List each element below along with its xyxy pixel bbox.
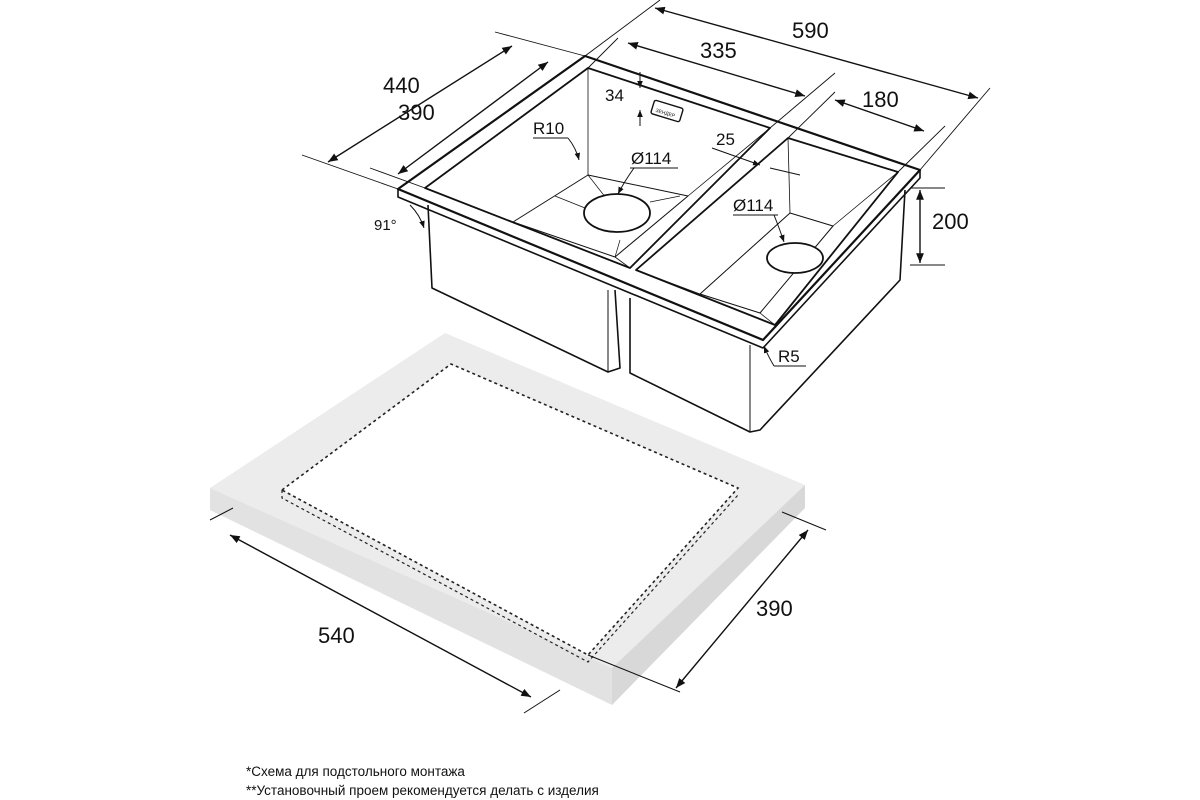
- dimension-overflow-offset: 34: [605, 72, 643, 126]
- radius-inner-label: R10: [533, 119, 564, 138]
- dimension-small-bowl-width: 180: [787, 87, 946, 173]
- cutout-width-label: 540: [318, 623, 355, 648]
- large-drain: [583, 193, 651, 233]
- dimension-drain-large: Ø114: [617, 149, 678, 195]
- dimension-inner-depth: 390: [369, 61, 549, 189]
- dimension-large-bowl-width: 335: [587, 37, 836, 129]
- dimension-cutout-width: 540: [209, 507, 561, 714]
- dimension-bowl-height: 200: [910, 187, 969, 266]
- overall-width-label: 590: [792, 18, 829, 43]
- bowl-height-label: 200: [932, 209, 969, 234]
- countertop-slab: [210, 333, 805, 705]
- cutout-opening: [282, 364, 738, 655]
- dimension-cutout-depth: 390: [587, 511, 827, 693]
- dimension-divider: 25: [711, 130, 801, 176]
- dimension-radius-inner: R10: [533, 119, 581, 161]
- overflow-badge: [650, 99, 684, 123]
- dimension-drain-small: Ø114: [733, 196, 785, 243]
- sink-rim-thickness: [397, 170, 921, 349]
- note-cutout-recommendation: **Установочный проем рекомендуется делат…: [246, 783, 599, 798]
- drain-large-label: Ø114: [631, 149, 671, 168]
- drain-small-label: Ø114: [733, 196, 773, 215]
- note-undermount-scheme: *Схема для подстольного монтажа: [246, 764, 465, 779]
- large-bowl-width-label: 335: [700, 38, 737, 63]
- divider-label: 25: [716, 130, 735, 149]
- inner-depth-label: 390: [398, 100, 435, 125]
- cutout-dotted-outline: [280, 363, 740, 657]
- dimension-wall-angle: 91°: [374, 204, 425, 234]
- radius-outer-label: R5: [778, 347, 800, 366]
- wall-angle-label: 91°: [374, 217, 397, 234]
- overflow-offset-label: 34: [605, 86, 624, 105]
- sink-rim: [396, 54, 922, 342]
- overflow-badge-text: ЗЕНДЕР: [655, 108, 677, 120]
- dimension-overall-width: 590: [584, 0, 991, 171]
- small-bowl-exterior: [629, 189, 906, 433]
- overall-depth-label: 440: [383, 73, 420, 98]
- small-drain: [766, 242, 824, 274]
- small-bowl-width-label: 180: [862, 87, 899, 112]
- cutout-depth-label: 390: [756, 596, 793, 621]
- dimension-radius-outer: R5: [763, 345, 806, 367]
